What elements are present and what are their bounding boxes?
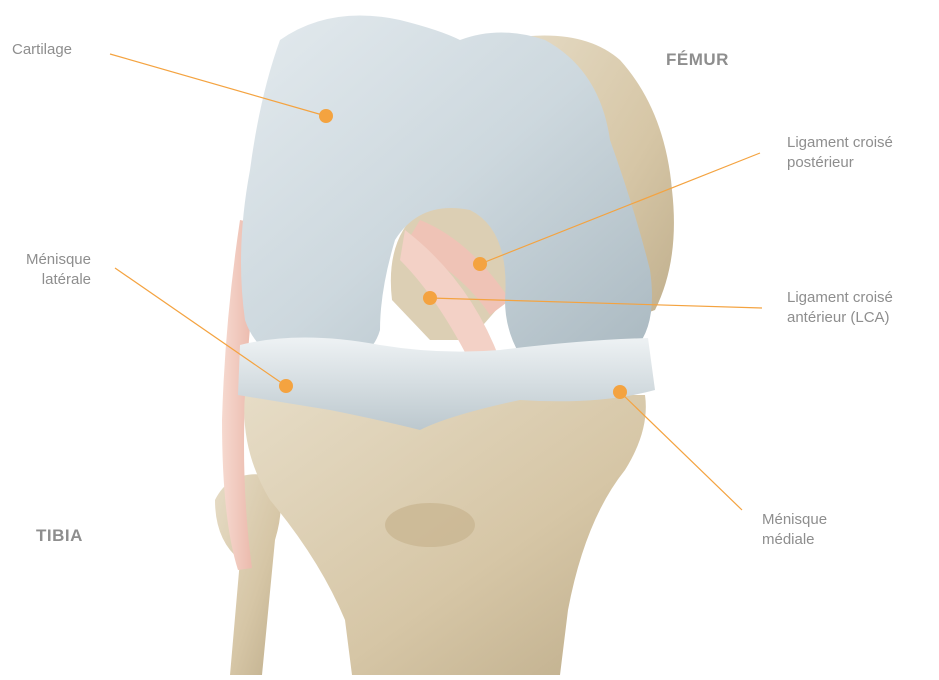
- marker-cartilage: [319, 109, 333, 123]
- fibula-bone: [215, 474, 281, 675]
- label-menisque-mediale: Ménisque médiale: [762, 510, 827, 550]
- marker-menisque-mediale: [613, 385, 627, 399]
- label-lcp-line2: postérieur: [787, 153, 893, 173]
- label-lca-line2: antérieur (LCA): [787, 308, 893, 328]
- label-menisque-laterale: Ménisque latérale: [6, 250, 91, 290]
- leader-line-menisque-mediale: [620, 392, 742, 510]
- label-lcp: Ligament croisé postérieur: [787, 133, 893, 173]
- label-menisque-mediale-line1: Ménisque: [762, 510, 827, 530]
- label-menisque-laterale-line1: Ménisque: [6, 250, 91, 270]
- label-lca: Ligament croisé antérieur (LCA): [787, 288, 893, 328]
- marker-lca: [423, 291, 437, 305]
- label-menisque-mediale-line2: médiale: [762, 530, 827, 550]
- marker-menisque-laterale: [279, 379, 293, 393]
- label-femur: FÉMUR: [666, 50, 729, 70]
- label-menisque-laterale-line2: latérale: [6, 270, 91, 290]
- marker-lcp: [473, 257, 487, 271]
- tibia-tuberosity: [385, 503, 475, 547]
- label-tibia: TIBIA: [36, 526, 83, 546]
- label-cartilage: Cartilage: [12, 40, 72, 60]
- label-cartilage-text: Cartilage: [12, 40, 72, 60]
- label-lca-line1: Ligament croisé: [787, 288, 893, 308]
- label-lcp-line1: Ligament croisé: [787, 133, 893, 153]
